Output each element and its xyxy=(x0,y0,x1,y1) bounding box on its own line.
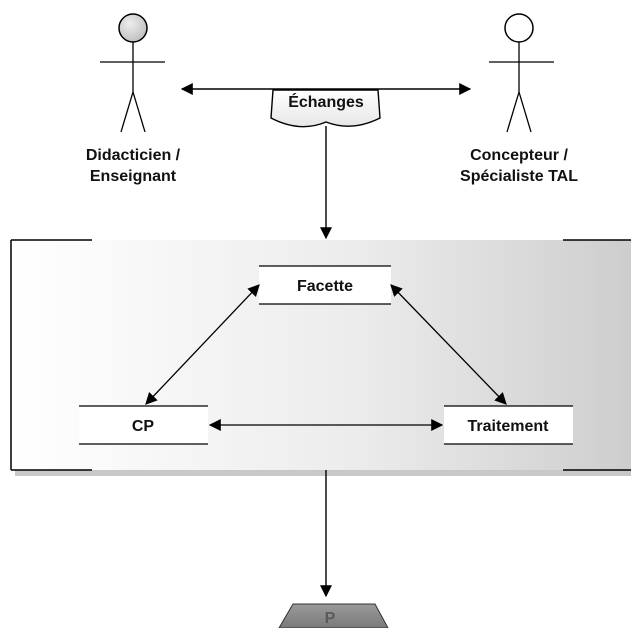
node-traitement: Traitement xyxy=(444,405,573,445)
output-label: P xyxy=(325,610,336,627)
arrow-facette-traitement xyxy=(390,284,507,405)
node-label: Traitement xyxy=(468,418,550,435)
actor-leg-right xyxy=(132,91,146,133)
echanges-bubble: Échanges xyxy=(270,89,381,128)
actor-label-line1: Concepteur / xyxy=(470,147,568,164)
actor-didacticien: Didacticien / Enseignant xyxy=(86,13,181,185)
actor-head xyxy=(118,13,148,43)
output-document: P xyxy=(278,603,389,628)
actor-label-line1: Didacticien / xyxy=(86,147,181,164)
node-facette: Facette xyxy=(259,265,391,305)
actor-head xyxy=(504,13,534,43)
arrow-facette-cp xyxy=(145,284,260,405)
actor-leg-left xyxy=(120,91,134,133)
actor-concepteur: Concepteur / Spécialiste TAL xyxy=(460,13,578,185)
node-label: Facette xyxy=(297,278,353,295)
echanges-label: Échanges xyxy=(288,92,364,111)
node-box xyxy=(259,266,391,304)
actor-leg-right xyxy=(518,91,532,133)
actor-label-line2: Spécialiste TAL xyxy=(460,168,578,185)
echanges-shape xyxy=(270,89,381,128)
node-box xyxy=(79,406,208,444)
actor-leg-left xyxy=(506,91,520,133)
node-box xyxy=(444,406,573,444)
node-cp: CP xyxy=(79,405,208,445)
output-shape xyxy=(278,603,389,628)
node-label: CP xyxy=(132,418,155,435)
actor-label-line2: Enseignant xyxy=(90,168,177,185)
